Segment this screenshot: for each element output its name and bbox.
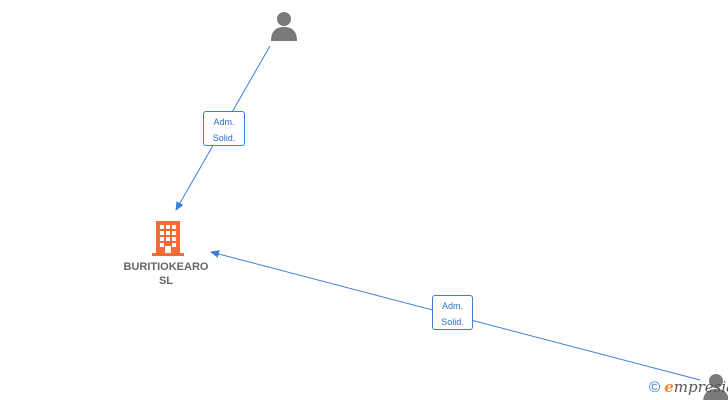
relation-label-line2: Solid.	[441, 317, 464, 327]
company-building-icon[interactable]	[150, 219, 186, 257]
person-icon-shape	[271, 12, 297, 41]
relation-label-line2: Solid.	[212, 133, 236, 143]
relation-label-bottom[interactable]: Adm. Solid.	[432, 295, 473, 330]
brand-rest: mpresia	[673, 378, 728, 396]
company-name-line2: SL	[158, 275, 174, 287]
brand-initial: e	[664, 378, 674, 396]
person-icon[interactable]	[268, 10, 300, 42]
company-name[interactable]: BURITIOKEARO SL	[106, 260, 226, 288]
building-icon-shape	[152, 221, 184, 256]
watermark-logo: © empresia	[649, 378, 728, 400]
company-name-line1: BURITIOKEARO	[123, 261, 209, 273]
person-icon-shape	[703, 374, 728, 400]
copyright-icon: ©	[649, 379, 661, 396]
relation-label-line1: Adm.	[441, 301, 463, 311]
person-icon[interactable]	[700, 372, 728, 400]
brand-name: empresia	[664, 378, 728, 396]
relation-label-top[interactable]: Adm. Solid.	[203, 111, 245, 146]
relation-label-line1: Adm.	[213, 117, 235, 127]
